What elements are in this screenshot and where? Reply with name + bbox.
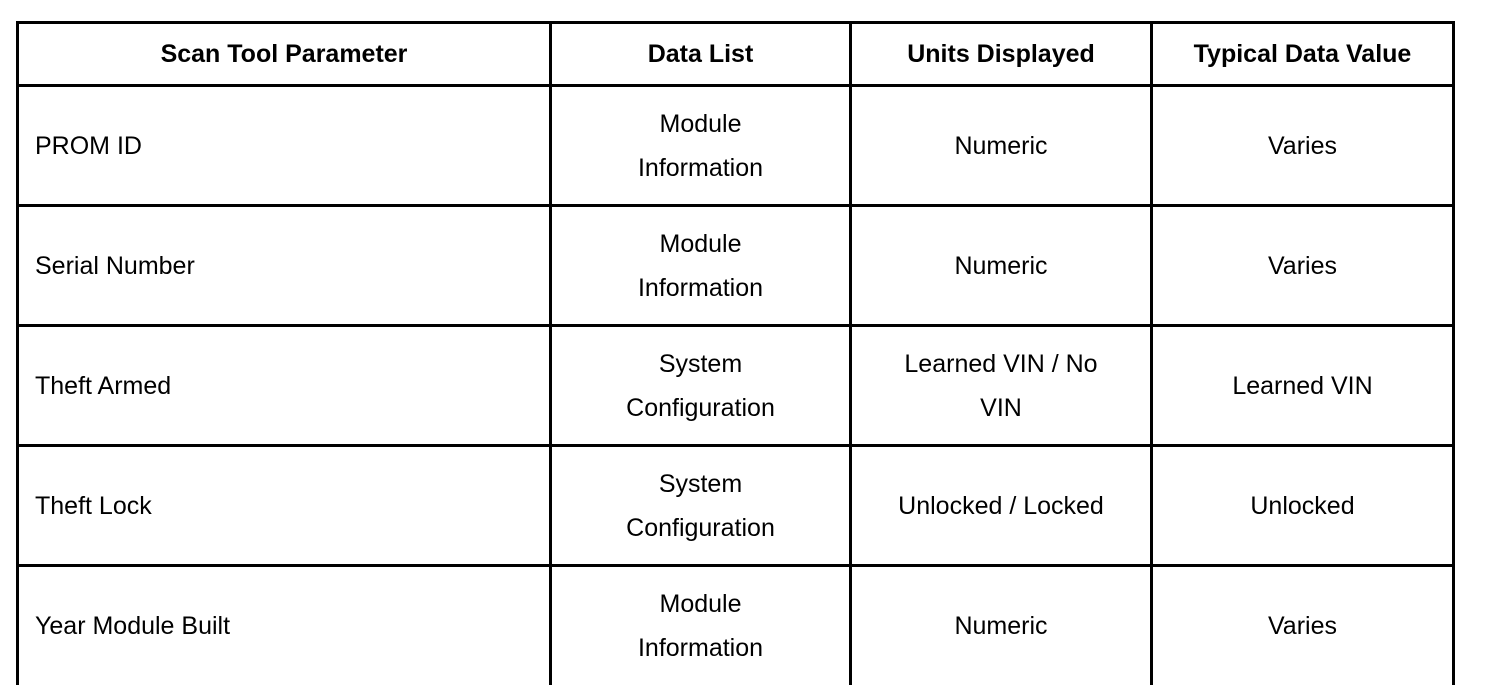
typical-value-cell: Varies: [1150, 204, 1455, 327]
data-list-line-1: System: [658, 469, 743, 498]
column-header-units: Units Displayed: [849, 21, 1153, 87]
column-header-typical-value: Typical Data Value: [1150, 21, 1455, 87]
data-list-cell: Module Information: [549, 84, 852, 207]
parameter-cell: Serial Number: [16, 204, 552, 327]
data-list-line-1: Module: [659, 229, 742, 258]
column-header-parameter: Scan Tool Parameter: [16, 21, 552, 87]
table-header-row: Scan Tool Parameter Data List Units Disp…: [16, 21, 1455, 87]
table-row: Serial Number Module Information Numeric…: [16, 204, 1455, 327]
typical-value-cell: Varies: [1150, 564, 1455, 685]
scan-tool-data-table-container: Scan Tool Parameter Data List Units Disp…: [16, 21, 1455, 685]
data-list-line-1: System: [658, 349, 743, 378]
data-list-cell: System Configuration: [549, 444, 852, 567]
data-list-line-2: Information: [637, 153, 764, 182]
data-list-line-2: Configuration: [626, 513, 775, 542]
data-list-line-2: Configuration: [626, 393, 775, 422]
units-cell: Learned VIN / No VIN: [849, 324, 1153, 447]
data-list-cell: Module Information: [549, 204, 852, 327]
parameter-cell: PROM ID: [16, 84, 552, 207]
units-cell: Numeric: [849, 204, 1153, 327]
data-list-line-1: Module: [659, 590, 742, 618]
table-row: Theft Armed System Configuration Learned…: [16, 324, 1455, 447]
typical-value-cell: Unlocked: [1150, 444, 1455, 567]
parameter-cell: Year Module Built: [16, 564, 552, 685]
units-cell: Numeric: [849, 564, 1153, 685]
units-text: Learned VIN / No VIN: [904, 349, 1098, 422]
table-row: Theft Lock System Configuration Unlocked…: [16, 444, 1455, 567]
units-cell: Numeric: [849, 84, 1153, 207]
parameter-cell: Theft Armed: [16, 324, 552, 447]
data-list-line-2: Information: [637, 634, 764, 662]
scan-tool-data-table: Scan Tool Parameter Data List Units Disp…: [16, 21, 1455, 685]
data-list-cell: Module Information: [549, 564, 852, 685]
table-row: PROM ID Module Information Numeric Varie…: [16, 84, 1455, 207]
parameter-cell: Theft Lock: [16, 444, 552, 567]
units-cell: Unlocked / Locked: [849, 444, 1153, 567]
column-header-data-list: Data List: [549, 21, 852, 87]
data-list-line-1: Module: [659, 109, 742, 138]
typical-value-cell: Learned VIN: [1150, 324, 1455, 447]
table-row: Year Module Built Module Information Num…: [16, 564, 1455, 685]
typical-value-cell: Varies: [1150, 84, 1455, 207]
data-list-cell: System Configuration: [549, 324, 852, 447]
data-list-line-2: Information: [637, 273, 764, 302]
